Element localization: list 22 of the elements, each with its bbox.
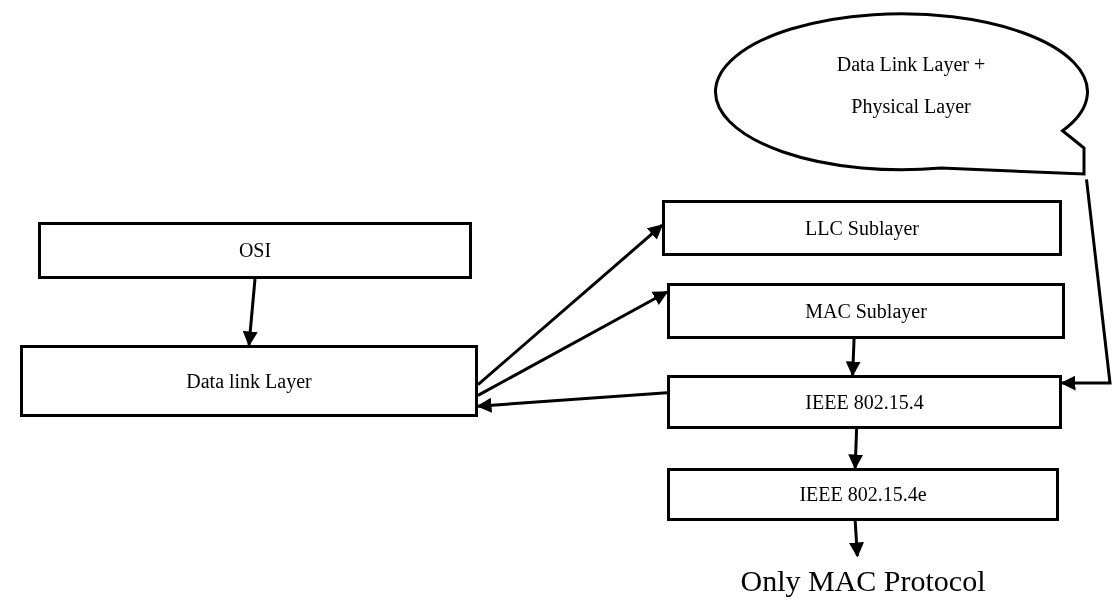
box-label: Data link Layer (186, 369, 312, 393)
arrow (849, 520, 864, 558)
arrow (1060, 179, 1112, 391)
arrow (845, 338, 861, 377)
process-box (662, 200, 1062, 256)
arrow (477, 224, 664, 386)
result-label: Only MAC Protocol (740, 564, 986, 598)
box-label: IEEE 802.15.4e (799, 483, 927, 506)
box-label: IEEE 802.15.4 (805, 390, 924, 414)
process-box (667, 468, 1059, 521)
box-label: Data Link Layer + Physical Layer (835, 52, 987, 120)
box-label: MAC Sublayer (805, 299, 927, 323)
arrow (848, 428, 864, 470)
arrow (477, 290, 669, 397)
process-box (667, 283, 1065, 339)
process-box (20, 345, 478, 417)
arrow (476, 391, 668, 413)
box-label: OSI (238, 239, 272, 262)
process-box (38, 222, 472, 279)
box-label: LLC Sublayer (805, 216, 919, 240)
process-box (667, 375, 1062, 429)
arrow (242, 278, 258, 347)
